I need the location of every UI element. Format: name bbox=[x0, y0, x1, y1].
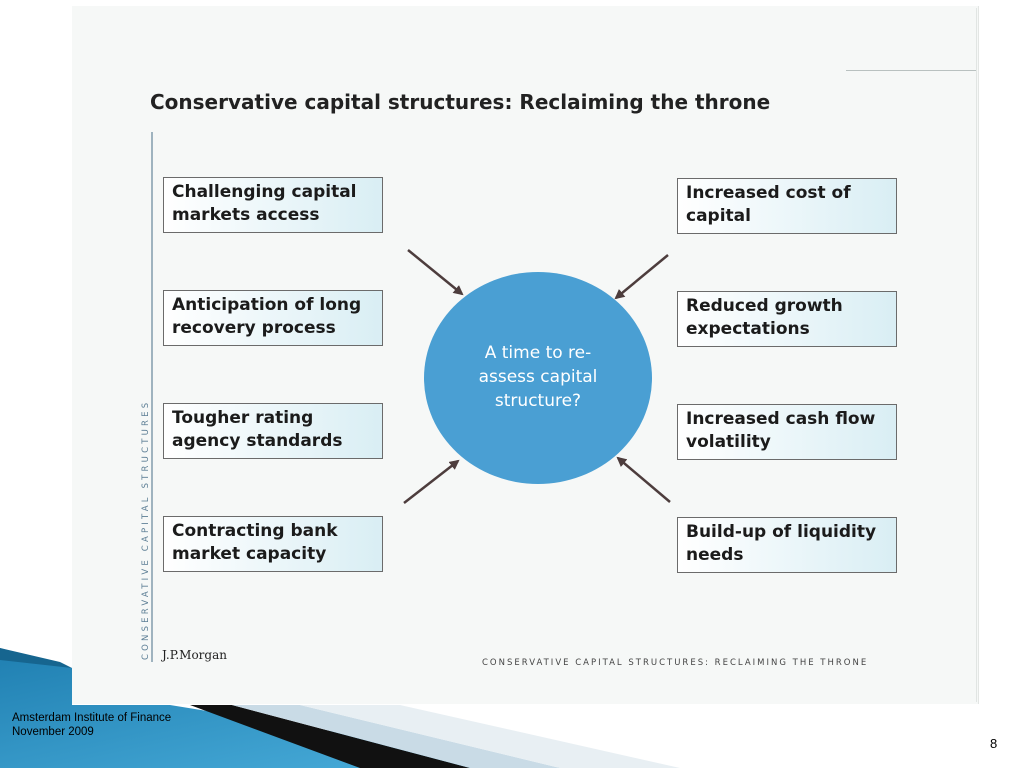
right-box-3: Increased cash flow volatility bbox=[677, 404, 897, 460]
center-circle: A time to re-assess capital structure? bbox=[424, 272, 652, 484]
left-box-2: Anticipation of long recovery process bbox=[163, 290, 383, 346]
diagram-title: Conservative capital structures: Reclaim… bbox=[150, 90, 771, 114]
divider-line bbox=[846, 70, 976, 71]
institute-name: Amsterdam Institute of Finance bbox=[12, 712, 172, 724]
page-edge bbox=[976, 8, 977, 702]
left-box-1: Challenging capital markets access bbox=[163, 177, 383, 233]
center-question: A time to re-assess capital structure? bbox=[478, 343, 598, 411]
right-box-1: Increased cost of capital bbox=[677, 178, 897, 234]
arrow-bottom-right bbox=[616, 456, 671, 503]
right-box-2: Reduced growth expectations bbox=[677, 291, 897, 347]
page-footer-text: CONSERVATIVE CAPITAL STRUCTURES: RECLAIM… bbox=[482, 658, 869, 668]
arrow-bottom-left bbox=[403, 459, 460, 504]
jpmorgan-logo: J.P.Morgan bbox=[162, 648, 227, 662]
presentation-date: November 2009 bbox=[12, 725, 94, 738]
side-rule bbox=[151, 132, 153, 662]
arrow-top-right bbox=[614, 254, 669, 300]
presentation-footer: Amsterdam Institute of Finance November … bbox=[12, 712, 171, 740]
left-box-4: Contracting bank market capacity bbox=[163, 516, 383, 572]
right-box-4: Build-up of liquidity needs bbox=[677, 517, 897, 573]
arrow-top-left bbox=[407, 249, 464, 296]
page-number: 8 bbox=[990, 736, 998, 751]
left-box-3: Tougher rating agency standards bbox=[163, 403, 383, 459]
